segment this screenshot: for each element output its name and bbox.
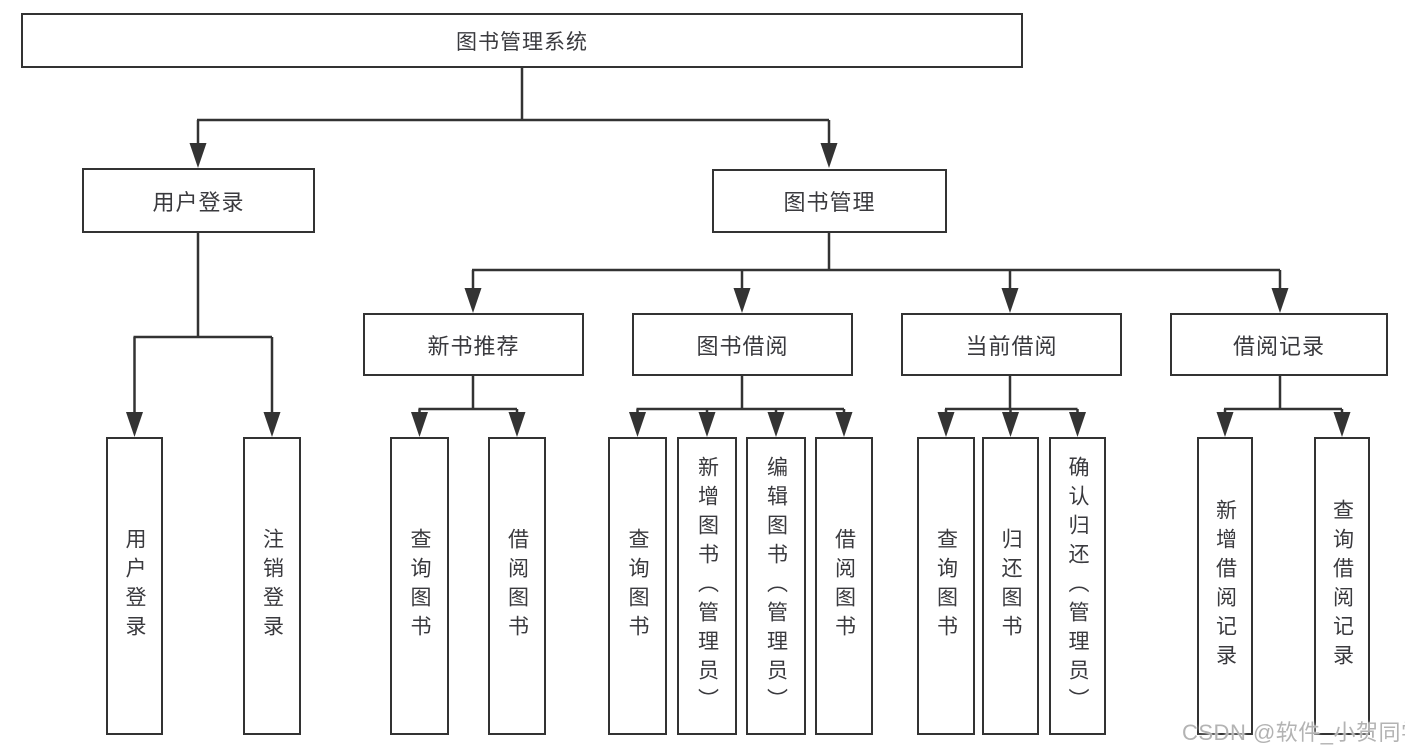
- connector-new-book-to-children: [418, 376, 519, 420]
- connector-root-to-level2: [196, 68, 831, 152]
- node-book-borrowing: 图书借阅: [632, 313, 853, 376]
- leaf-edit-books-admin: 编辑图书（管理员）: [746, 437, 806, 735]
- connector-book-borrowing-to-children: [636, 376, 846, 420]
- node-book-management: 图书管理: [712, 169, 947, 233]
- leaf-logout: 注销登录: [243, 437, 301, 735]
- leaf-user-login: 用户登录: [106, 437, 163, 735]
- connector-borrow-records-to-children: [1223, 376, 1344, 420]
- csdn-watermark: CSDN @软件_小贺同学: [1182, 720, 1405, 745]
- connector-book-management-to-level3: [471, 233, 1282, 297]
- leaf-query-borrow-record: 查询借阅记录: [1314, 437, 1370, 735]
- leaf-query-books-recommend: 查询图书: [390, 437, 449, 735]
- leaf-borrow-books: 借阅图书: [815, 437, 873, 735]
- leaf-add-borrow-record: 新增借阅记录: [1197, 437, 1253, 735]
- node-user-login: 用户登录: [82, 168, 315, 233]
- leaf-borrow-books-recommend: 借阅图书: [488, 437, 546, 735]
- leaf-confirm-return-admin: 确认归还（管理员）: [1049, 437, 1106, 735]
- node-new-book-recommend: 新书推荐: [363, 313, 584, 376]
- arrowheads: [126, 143, 1351, 437]
- leaf-query-books-borrowing: 查询图书: [608, 437, 667, 735]
- leaf-return-books: 归还图书: [982, 437, 1039, 735]
- connector-user-login-to-children: [133, 233, 274, 420]
- leaf-query-books-current: 查询图书: [917, 437, 975, 735]
- leaf-add-books-admin: 新增图书（管理员）: [677, 437, 737, 735]
- node-borrow-records: 借阅记录: [1170, 313, 1388, 376]
- node-root-library-system: 图书管理系统: [21, 13, 1023, 68]
- node-current-borrowing: 当前借阅: [901, 313, 1122, 376]
